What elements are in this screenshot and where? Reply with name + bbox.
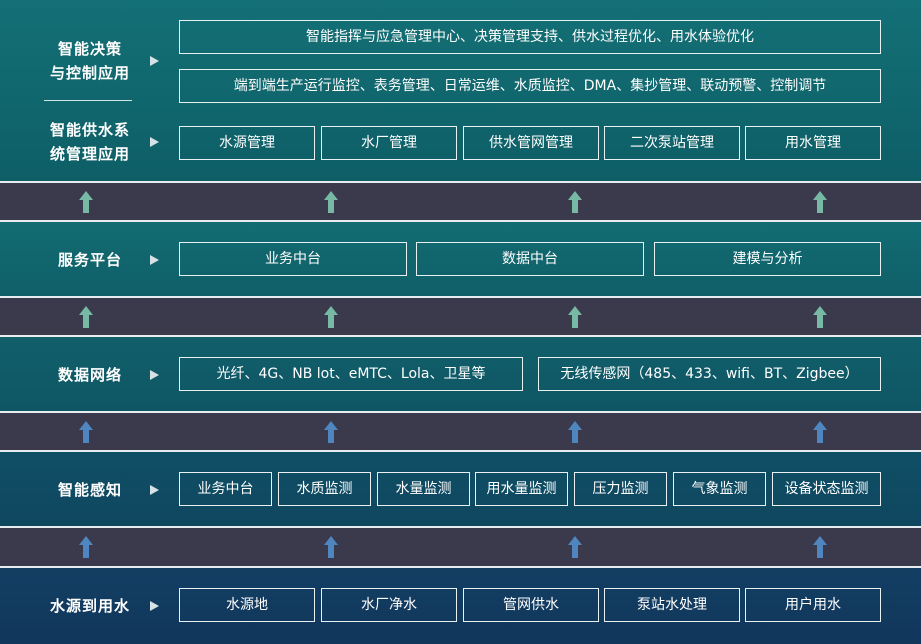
service-box: 数据中台 (416, 242, 644, 276)
source-box: 泵站水处理 (604, 588, 740, 622)
app-module-box: 用水管理 (745, 126, 881, 160)
arrow-up-icon (79, 536, 93, 558)
sensing-box: 业务中台 (179, 472, 272, 506)
arrow-up-icon (568, 536, 582, 558)
arrow-up-icon (324, 191, 338, 213)
layer-label-water-system: 智能供水系 统管理应用 (49, 121, 130, 163)
pointer-icon (150, 137, 159, 147)
pointer-icon (150, 601, 159, 611)
service-box: 业务中台 (179, 242, 407, 276)
arrow-up-icon (813, 306, 827, 328)
arrow-up-icon (79, 191, 93, 213)
layer-label: 水源到用水 (49, 597, 130, 615)
arrow-up-icon (568, 191, 582, 213)
layer-source: 水源到用水 水源地 水厂净水 管网供水 泵站水处理 用户用水 (0, 566, 921, 644)
app-module-box: 二次泵站管理 (604, 126, 740, 160)
arrow-up-icon (324, 306, 338, 328)
app-module-box: 水厂管理 (321, 126, 457, 160)
layer-application: 智能决策 与控制应用 智能供水系 统管理应用 智能指挥与应急管理中心、决策管理支… (0, 0, 921, 183)
source-box: 用户用水 (745, 588, 881, 622)
pointer-icon (150, 56, 159, 66)
layer-network: 数据网络 光纤、4G、NB lot、eMTC、Lola、卫星等 无线传感网（48… (0, 335, 921, 413)
app-module-box: 水源管理 (179, 126, 315, 160)
pointer-icon (150, 255, 159, 265)
sensing-box: 设备状态监测 (772, 472, 881, 506)
sensing-box: 用水量监测 (475, 472, 568, 506)
arrow-up-icon (568, 306, 582, 328)
arrow-up-icon (79, 421, 93, 443)
source-box: 管网供水 (463, 588, 599, 622)
sensing-box: 气象监测 (673, 472, 766, 506)
service-box: 建模与分析 (654, 242, 881, 276)
arrow-up-icon (324, 536, 338, 558)
layer-label-decision: 智能决策 与控制应用 (49, 40, 130, 82)
arrow-up-icon (813, 191, 827, 213)
app-module-box: 供水管网管理 (463, 126, 599, 160)
arrow-up-icon (324, 421, 338, 443)
sensing-box: 水量监测 (377, 472, 470, 506)
arrow-up-icon (79, 306, 93, 328)
layer-label: 服务平台 (57, 251, 122, 269)
sensing-box: 压力监测 (574, 472, 667, 506)
sensing-box: 水质监测 (278, 472, 371, 506)
divider (44, 100, 132, 101)
pointer-icon (150, 485, 159, 495)
arrow-up-icon (813, 536, 827, 558)
pointer-icon (150, 370, 159, 380)
app-row2-box: 端到端生产运行监控、表务管理、日常运维、水质监控、DMA、集抄管理、联动预警、控… (179, 69, 881, 103)
layer-label: 数据网络 (57, 366, 122, 384)
source-box: 水厂净水 (321, 588, 457, 622)
app-row1-box: 智能指挥与应急管理中心、决策管理支持、供水过程优化、用水体验优化 (179, 20, 881, 54)
arrow-up-icon (813, 421, 827, 443)
layer-sensing: 智能感知 业务中台 水质监测 水量监测 用水量监测 压力监测 气象监测 设备状态… (0, 450, 921, 528)
arrow-up-icon (568, 421, 582, 443)
network-box: 无线传感网（485、433、wifi、BT、Zigbee） (538, 357, 881, 391)
layer-label: 智能感知 (57, 481, 122, 499)
source-box: 水源地 (179, 588, 315, 622)
network-box: 光纤、4G、NB lot、eMTC、Lola、卫星等 (179, 357, 523, 391)
layer-service: 服务平台 业务中台 数据中台 建模与分析 (0, 220, 921, 298)
